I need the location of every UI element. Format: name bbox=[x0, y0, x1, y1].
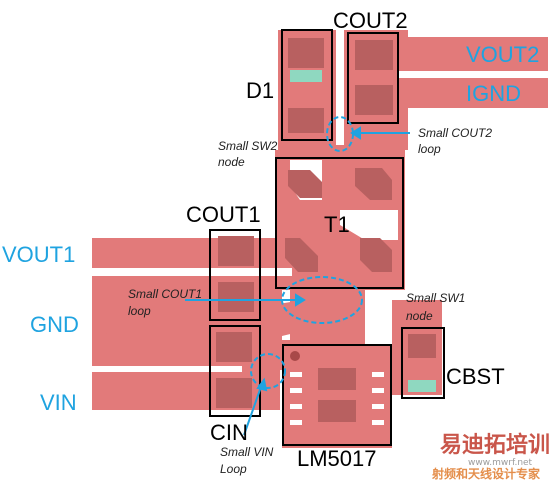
lm5017-pin bbox=[372, 388, 384, 393]
net-gnd: GND bbox=[30, 312, 79, 337]
lm5017-pad-top bbox=[318, 368, 356, 390]
net-vout2: VOUT2 bbox=[466, 42, 539, 67]
note-small-vin-l2: Loop bbox=[220, 462, 247, 476]
note-small-cout1-l2: loop bbox=[128, 304, 151, 318]
gap-t1-mid bbox=[340, 210, 398, 240]
note-small-cout2-l1: Small COUT2 bbox=[418, 126, 492, 140]
t1-pad-1 bbox=[288, 170, 322, 198]
lm5017-pin bbox=[372, 372, 384, 377]
cbst-pad-1 bbox=[408, 334, 436, 358]
note-small-sw2-l1: Small SW2 bbox=[218, 139, 278, 153]
lm5017-pin bbox=[290, 388, 302, 393]
cin-pad-1 bbox=[216, 332, 252, 362]
gap-gnd-vin bbox=[92, 366, 242, 372]
net-vout1: VOUT1 bbox=[2, 242, 75, 267]
watermark-brand: 易迪拓培训 bbox=[440, 432, 550, 458]
annotation-sw2: Small SW2 node bbox=[218, 139, 278, 169]
gap-vout2-ignd bbox=[398, 71, 550, 78]
t1-pad-4 bbox=[360, 238, 392, 272]
annotation-cout1: Small COUT1 loop bbox=[128, 287, 202, 318]
cbst-thermal bbox=[408, 380, 436, 392]
annotation-sw1: Small SW1 node bbox=[406, 291, 465, 323]
cout1-pad-1 bbox=[218, 236, 254, 266]
label-cin: CIN bbox=[210, 420, 248, 445]
gap-vout1-gnd bbox=[92, 268, 292, 276]
label-t1: T1 bbox=[324, 212, 350, 237]
vin-arrow bbox=[243, 383, 263, 436]
copper-ignd-trace bbox=[398, 78, 548, 108]
outline-t1 bbox=[275, 157, 404, 289]
watermark-url: www.mwrf.net bbox=[468, 458, 533, 468]
cout1-pad-2 bbox=[218, 282, 254, 312]
thermal-pads bbox=[290, 70, 436, 392]
outline-lm5017 bbox=[282, 344, 392, 446]
watermark: 易迪拓培训 www.mwrf.net 射频和天线设计专家 bbox=[431, 432, 550, 481]
leader-arrows bbox=[185, 126, 410, 436]
note-small-sw1-l1: Small SW1 bbox=[406, 291, 465, 305]
lm5017-pin bbox=[290, 404, 302, 409]
net-ignd: IGND bbox=[466, 81, 521, 106]
copper-vout2-trace bbox=[398, 37, 548, 71]
note-small-cout1-l1: Small COUT1 bbox=[128, 287, 202, 301]
lm5017-pin bbox=[290, 420, 302, 425]
outline-cin bbox=[209, 325, 261, 417]
annotation-vin: Small VIN Loop bbox=[220, 445, 274, 476]
cin-pad-2 bbox=[216, 378, 252, 408]
outline-cbst bbox=[401, 327, 445, 399]
gap-sw1-cbst bbox=[365, 300, 392, 345]
outline-d1 bbox=[281, 29, 333, 141]
label-cout2: COUT2 bbox=[333, 8, 408, 33]
outline-cout1 bbox=[209, 229, 261, 321]
label-lm5017: LM5017 bbox=[297, 446, 377, 471]
d1-thermal bbox=[290, 70, 322, 82]
label-cout1: COUT1 bbox=[186, 202, 261, 227]
cout2-pad-2 bbox=[355, 85, 393, 115]
clearance-gaps bbox=[92, 30, 550, 372]
annotation-cout2: Small COUT2 loop bbox=[418, 126, 492, 156]
lm5017-pin bbox=[372, 404, 384, 409]
label-d1: D1 bbox=[246, 78, 274, 103]
t1-pad-3 bbox=[285, 238, 318, 272]
note-small-vin-l1: Small VIN bbox=[220, 445, 274, 459]
net-vin: VIN bbox=[40, 390, 77, 415]
d1-pad-2 bbox=[288, 108, 324, 133]
copper-lm5017-area bbox=[282, 340, 392, 448]
lm5017-pad-bottom bbox=[318, 400, 356, 422]
lm5017-pin bbox=[290, 372, 302, 377]
t1-pad-2 bbox=[355, 168, 392, 200]
pin1-marker bbox=[290, 351, 300, 361]
lm5017-pin bbox=[372, 420, 384, 425]
note-small-sw1-l2: node bbox=[406, 309, 433, 323]
vin-loop-marker bbox=[250, 353, 286, 389]
cout2-arrow-head bbox=[350, 126, 361, 140]
lm5017-pins bbox=[290, 372, 384, 425]
cout2-pad-1 bbox=[355, 40, 393, 70]
d1-pad-1 bbox=[288, 38, 324, 68]
copper-vout1-pour bbox=[92, 238, 292, 268]
note-small-cout2-l2: loop bbox=[418, 142, 441, 156]
pads bbox=[216, 38, 436, 422]
outline-cout2 bbox=[347, 32, 399, 124]
note-small-sw2-l2: node bbox=[218, 155, 245, 169]
label-cbst: CBST bbox=[446, 364, 505, 389]
component-outlines bbox=[209, 29, 445, 446]
watermark-subtitle: 射频和天线设计专家 bbox=[431, 466, 541, 481]
gap-top-vertical bbox=[336, 30, 344, 145]
cout1-arrow-head bbox=[295, 293, 306, 307]
vin-arrow-head bbox=[256, 377, 268, 392]
